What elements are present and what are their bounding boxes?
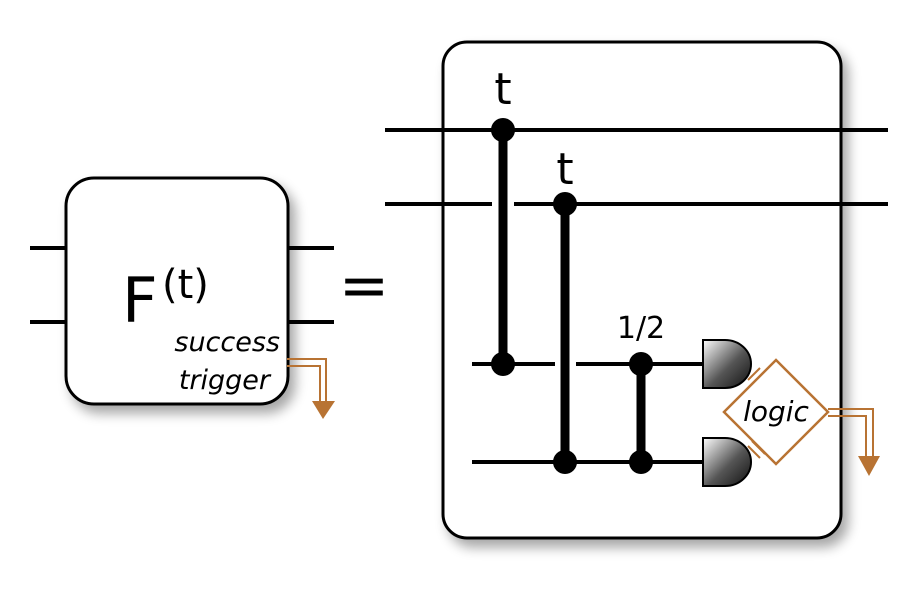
gate-label-half: 1/2 — [617, 311, 665, 346]
gate-t1-dot-top — [491, 118, 515, 142]
block-symbol: F — [122, 264, 158, 337]
gate-label-t2: t — [556, 144, 573, 195]
left-block: F (t) success trigger — [30, 176, 335, 419]
gate-t2-dot-bottom — [553, 450, 577, 474]
equals-sign: = — [339, 251, 389, 321]
circuit-box-group: t t 1/2 logic — [385, 40, 888, 540]
left-block-box — [64, 176, 290, 406]
gate-label-t1: t — [494, 64, 511, 115]
logic-label: logic — [743, 395, 809, 428]
block-caption-line1: success — [174, 327, 280, 358]
gate-half-dot-top — [629, 352, 653, 376]
gate-half-dot-bottom — [629, 450, 653, 474]
gate-t2-dot-top — [553, 192, 577, 216]
detector-icon — [702, 339, 752, 389]
detector-icon — [702, 437, 752, 487]
gate-t1-dot-bottom — [491, 352, 515, 376]
classical-output-arrow-icon — [828, 408, 880, 476]
block-caption-line2: trigger — [179, 365, 272, 396]
block-superscript: (t) — [162, 262, 209, 308]
logic-diamond — [722, 358, 830, 466]
classical-output-arrow-icon — [287, 358, 335, 419]
